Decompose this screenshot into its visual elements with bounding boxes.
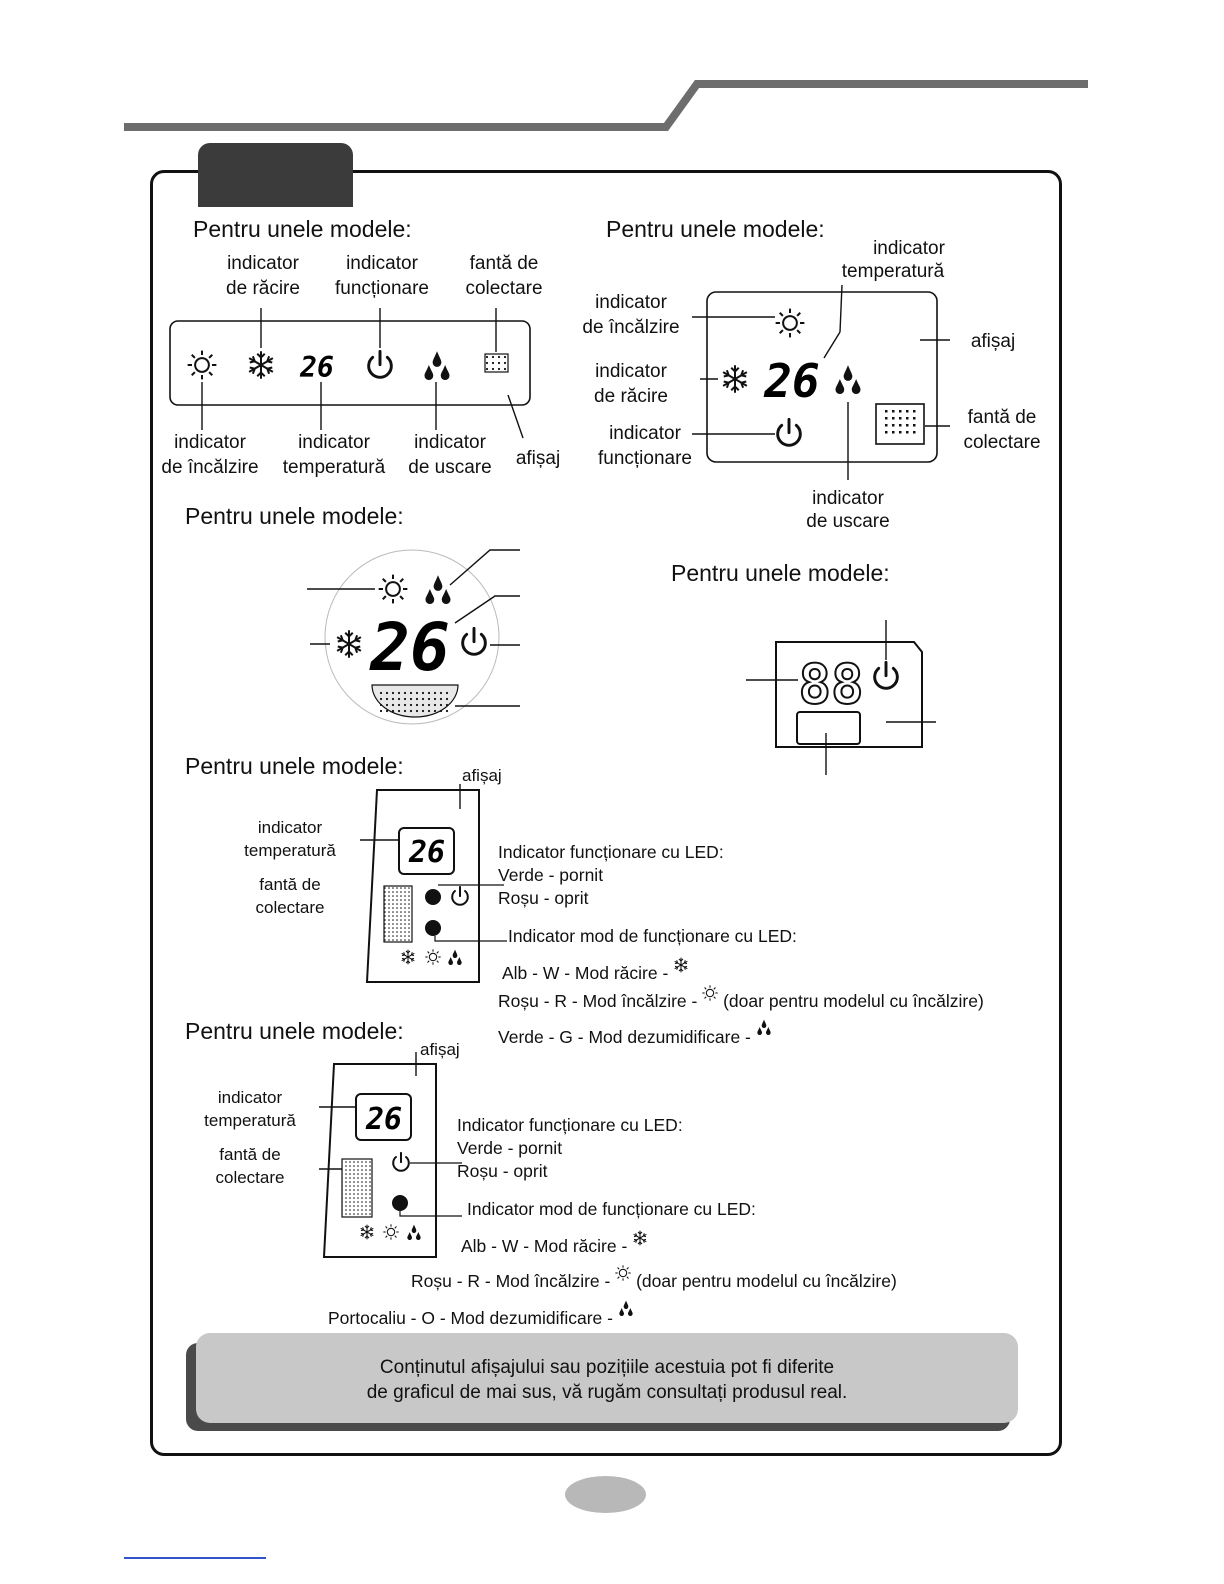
panel1-heading: Pentru unele modele: <box>193 216 412 242</box>
snowflake-icon <box>674 957 689 973</box>
drops-icon <box>835 365 861 394</box>
snowflake-icon <box>336 629 362 659</box>
dotted-slot <box>341 1158 373 1218</box>
panel5-display-label: afișaj <box>462 766 502 785</box>
led-mode <box>425 920 441 936</box>
snowflake-icon <box>248 350 274 380</box>
sun-icon <box>775 308 805 338</box>
sun-icon <box>702 985 719 1001</box>
panel4-heading: Pentru unele modele: <box>671 560 890 586</box>
drops-icon <box>407 1224 421 1240</box>
drops-icon <box>757 1019 771 1035</box>
snowflake-icon <box>722 364 748 394</box>
temperature-digits: 26 <box>299 351 334 384</box>
panel2-display: 26 <box>692 284 950 480</box>
panel3-heading: Pentru unele modele: <box>185 503 404 529</box>
panel6-display-label: afișaj <box>420 1040 460 1059</box>
panel5-led-operation-text: Indicator funcționare cu LED: Verde - po… <box>498 842 724 908</box>
led-operation <box>425 889 441 905</box>
temperature-digits: 26 <box>365 1102 402 1137</box>
temperature-digits: 26 <box>369 609 449 686</box>
digits-88: 88 <box>798 653 863 716</box>
panel6-mode-heat: Roșu - R - Mod încălzire - (doar pentru … <box>411 1265 897 1293</box>
drops-icon <box>425 575 451 604</box>
panel4-display: 88 <box>746 620 936 775</box>
note-box: Conținutul afișajului sau pozițiile aces… <box>196 1333 1018 1423</box>
grid-slot-icon <box>380 690 450 714</box>
note-line-2: de graficul de mai sus, vă rugăm consult… <box>366 1382 848 1403</box>
panel6-display: 26 <box>319 1052 462 1258</box>
power-icon <box>873 661 899 690</box>
sun-icon <box>378 574 408 604</box>
sun-icon <box>383 1224 399 1240</box>
footer-rule <box>124 1557 266 1559</box>
sun-icon <box>425 949 441 965</box>
panel3-display: 26 <box>307 549 520 725</box>
drops-icon <box>619 1300 633 1316</box>
grid-dots <box>885 410 916 434</box>
snowflake-icon <box>401 949 415 965</box>
power-icon <box>461 627 487 656</box>
page-number-pill <box>565 1476 646 1513</box>
panel6-led-operation-text: Indicator funcționare cu LED: Verde - po… <box>457 1115 683 1181</box>
panel5-heading: Pentru unele modele: <box>185 753 404 779</box>
snowflake-icon <box>633 1230 648 1246</box>
panel1-display-label: afișaj <box>515 448 561 469</box>
panel5-led-mode-text: Indicator mod de funcționare cu LED: <box>508 926 797 946</box>
sun-icon <box>187 350 217 380</box>
power-icon <box>367 350 393 379</box>
grid-slot-icon <box>484 353 509 373</box>
led-mode <box>392 1195 408 1211</box>
temperature-digits: 26 <box>408 835 445 870</box>
power-icon <box>451 886 469 906</box>
section-tab <box>198 143 353 207</box>
panel6-mode-cool: Alb - W - Mod răcire - <box>461 1230 648 1258</box>
snowflake-icon <box>360 1224 374 1240</box>
panel6-mode-dry: Portocaliu - O - Mod dezumidificare - <box>328 1300 634 1330</box>
header-decoration <box>124 80 1088 131</box>
temperature-digits: 26 <box>763 354 819 408</box>
panel1-display: 26 <box>169 308 531 439</box>
panel5-display: 26 <box>360 784 507 983</box>
panel6-heading: Pentru unele modele: <box>185 1018 404 1044</box>
panel2-display-label: afișaj <box>970 331 1016 352</box>
power-icon <box>776 418 802 447</box>
panel6-led-mode-text: Indicator mod de funcționare cu LED: <box>467 1199 756 1219</box>
collection-slot <box>796 711 861 745</box>
panel5-mode-cool: Alb - W - Mod răcire - <box>502 957 689 985</box>
content-frame <box>150 170 1062 1456</box>
note-line-1: Conținutul afișajului sau pozițiile aces… <box>379 1357 835 1378</box>
panel5-mode-dry: Verde - G - Mod dezumidificare - <box>498 1019 772 1049</box>
dotted-slot <box>383 885 413 943</box>
drops-icon <box>424 351 450 380</box>
power-icon <box>392 1152 410 1172</box>
panel5-mode-heat: Roșu - R - Mod încălzire - (doar pentru … <box>498 985 984 1013</box>
sun-icon <box>615 1265 632 1281</box>
drops-icon <box>448 949 462 965</box>
panel2-heading: Pentru unele modele: <box>606 216 825 242</box>
